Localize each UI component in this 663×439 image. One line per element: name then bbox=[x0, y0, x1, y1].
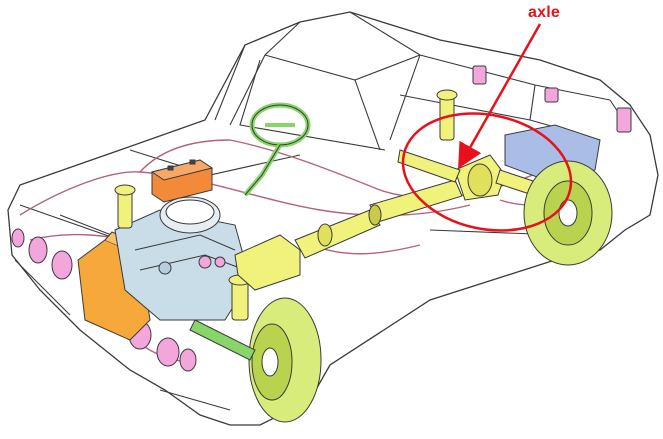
steering-wheel bbox=[243, 102, 311, 197]
rear-wheel bbox=[523, 160, 613, 266]
engine bbox=[114, 196, 251, 321]
body-fittings bbox=[472, 65, 632, 133]
front-suspension bbox=[114, 184, 252, 321]
callout-arrow bbox=[458, 23, 542, 169]
front-halfshaft bbox=[189, 319, 256, 361]
front-wheel bbox=[248, 297, 322, 423]
axle-callout bbox=[401, 23, 573, 232]
axle-label: axle bbox=[528, 4, 560, 21]
battery bbox=[150, 159, 214, 203]
headlights bbox=[11, 228, 197, 372]
drivetrain bbox=[234, 179, 463, 291]
callout-highlight-ellipse bbox=[401, 112, 573, 232]
